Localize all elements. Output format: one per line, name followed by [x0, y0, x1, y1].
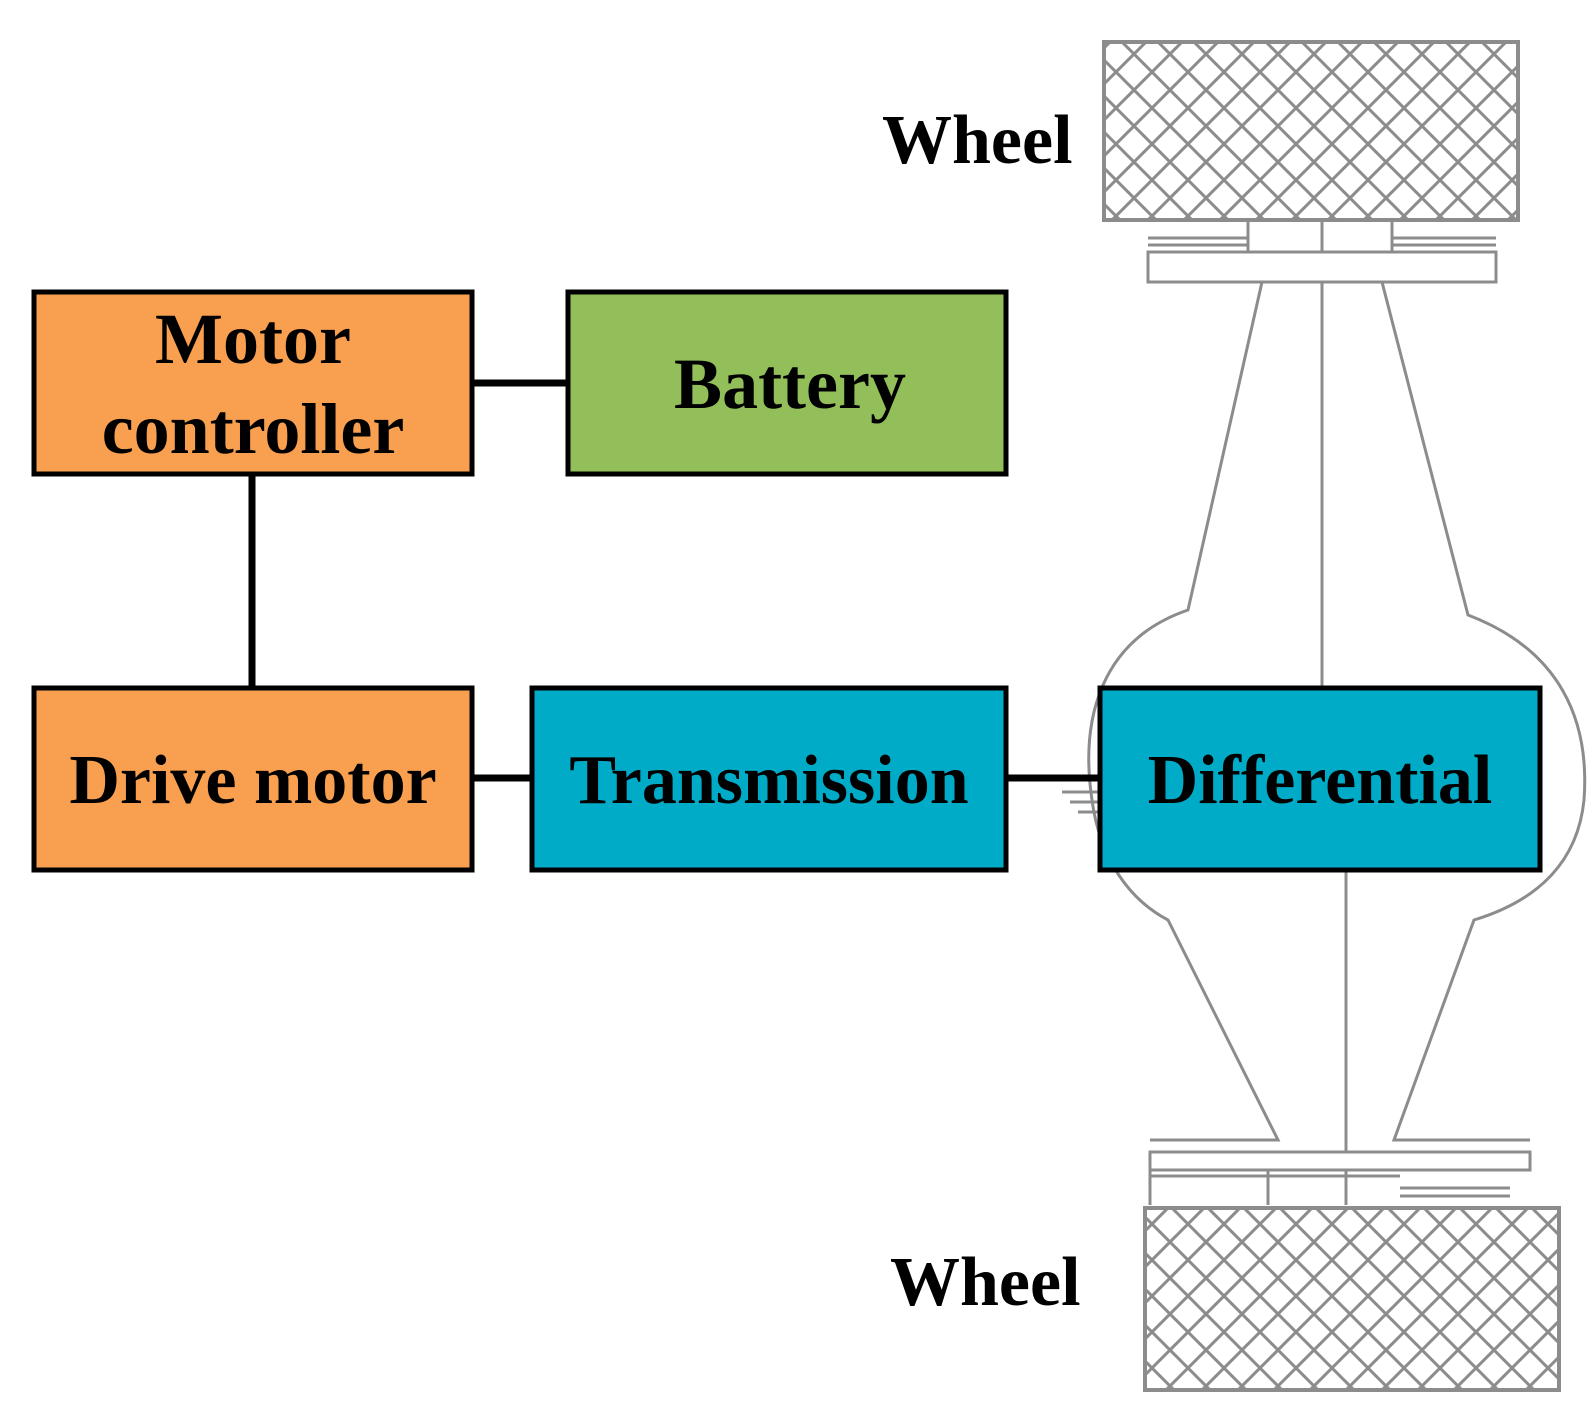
differential-label: Differential [1148, 742, 1493, 819]
axle-housing [1062, 222, 1587, 1205]
lower-flange [1148, 1150, 1532, 1172]
drive-motor-label: Drive motor [69, 742, 436, 819]
battery-box [565, 289, 1009, 477]
motor-controller-block: Motor controller [31, 289, 475, 477]
bottom-wheel-label: Wheel [890, 1244, 1081, 1321]
battery-block: Battery [565, 289, 1009, 477]
differential-block: Differential [1097, 685, 1543, 873]
motor-controller-label-line2: controller [102, 389, 405, 469]
transmission-block: Transmission [529, 685, 1009, 873]
upper-flange [1146, 250, 1498, 284]
transmission-label: Transmission [569, 742, 968, 819]
bottom-wheel [1143, 1206, 1561, 1392]
top-wheel [1102, 40, 1520, 222]
battery-label: Battery [674, 344, 906, 424]
drive-motor-block: Drive motor [31, 685, 475, 873]
top-wheel-label: Wheel [882, 102, 1073, 179]
motor-controller-box [31, 289, 475, 477]
transmission-box [529, 685, 1009, 873]
differential-box [1097, 685, 1543, 873]
motor-controller-label-line1: Motor [155, 299, 351, 379]
connectors [248, 379, 1100, 782]
drive-motor-box [31, 685, 475, 873]
